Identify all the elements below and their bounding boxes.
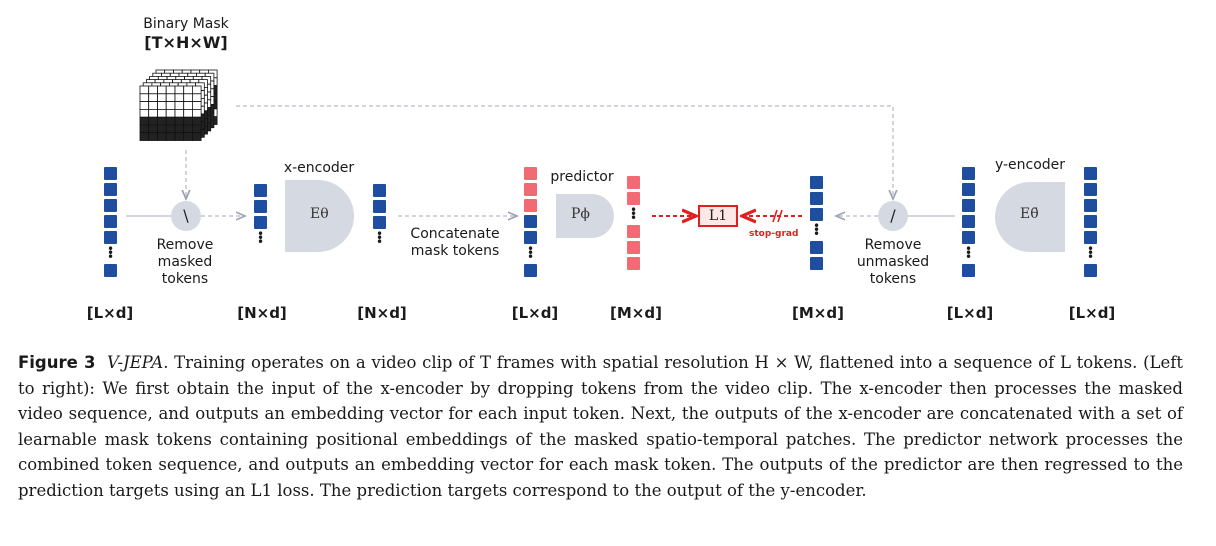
- mask-dims: [T×H×W]: [144, 33, 228, 52]
- dim-label: [L×d]: [1068, 304, 1116, 322]
- y-encoder-label: y-encoder: [994, 157, 1066, 173]
- context-token: [524, 264, 537, 277]
- context-token: [104, 215, 117, 228]
- context-token: [254, 200, 267, 213]
- ellipsis-icon: •••: [1086, 242, 1095, 264]
- caption-text: . Training operates on a video clip of T…: [18, 353, 1183, 500]
- mask-token: [627, 225, 640, 238]
- mask-token: [627, 241, 640, 254]
- predictor-label: predictor: [550, 169, 614, 185]
- stop-grad-label: stop-grad: [749, 229, 799, 239]
- context-token: [104, 183, 117, 196]
- mask-token: [627, 257, 640, 270]
- context-token: [962, 199, 975, 212]
- context-token: [373, 200, 386, 213]
- context-token: [810, 176, 823, 189]
- x-encoder-symbol: Eθ: [310, 206, 329, 222]
- context-token: [810, 192, 823, 205]
- ellipsis-icon: •••: [964, 242, 973, 264]
- context-token: [104, 199, 117, 212]
- predictor-symbol: Pϕ: [571, 206, 590, 222]
- remove-unmasked-op: /: [878, 201, 908, 231]
- context-token: [962, 264, 975, 277]
- mask-to-unmask-arrow: [236, 105, 893, 199]
- caption-title: V-JEPA: [107, 353, 164, 372]
- mask-title: Binary Mask: [143, 16, 229, 32]
- y-encoder-block: [995, 182, 1065, 252]
- dim-label: [M×d]: [610, 304, 662, 322]
- vjepa-diagram: Binary Mask [T×H×W] ••• ••• ••• ••• ••• ••• ••…: [86, 16, 1116, 340]
- mask-token: [524, 167, 537, 180]
- context-token: [962, 231, 975, 244]
- context-token: [254, 216, 267, 229]
- context-token: [1084, 199, 1097, 212]
- ellipsis-icon: •••: [256, 227, 265, 249]
- dim-label: [N×d]: [237, 304, 287, 322]
- figure-caption: Figure 3 V-JEPA. Training operates on a …: [18, 350, 1183, 503]
- mask-token: [627, 192, 640, 205]
- dim-label: [L×d]: [946, 304, 994, 322]
- remove-masked-label: Remove masked tokens: [156, 237, 214, 287]
- dim-label: [M×d]: [792, 304, 844, 322]
- figure-number: Figure 3: [18, 353, 96, 372]
- predictor-block: [556, 194, 614, 238]
- x-encoder-label: x-encoder: [283, 160, 355, 176]
- context-token: [373, 216, 386, 229]
- context-token: [810, 208, 823, 221]
- remove-unmasked-label: Remove unmasked tokens: [856, 237, 930, 287]
- context-token: [524, 215, 537, 228]
- context-token: [1084, 183, 1097, 196]
- ellipsis-icon: •••: [812, 219, 821, 241]
- context-token: [962, 167, 975, 180]
- context-token: [810, 257, 823, 270]
- ellipsis-icon: •••: [629, 203, 638, 225]
- context-token: [1084, 231, 1097, 244]
- context-token: [962, 183, 975, 196]
- ellipsis-icon: •••: [375, 227, 384, 249]
- mask-token: [627, 176, 640, 189]
- context-token: [104, 231, 117, 244]
- y-encoder-symbol: Eθ̄: [1020, 206, 1039, 222]
- context-token: [524, 231, 537, 244]
- context-token: [104, 264, 117, 277]
- x-encoder-block: [285, 180, 354, 252]
- binary-mask-cube-icon: [139, 69, 218, 141]
- context-token: [104, 167, 117, 180]
- dim-label: [L×d]: [86, 304, 134, 322]
- context-token: [254, 184, 267, 197]
- context-token: [1084, 215, 1097, 228]
- context-token: [1084, 167, 1097, 180]
- dim-label: [L×d]: [511, 304, 559, 322]
- concatenate-label: Concatenate mask tokens: [410, 226, 500, 259]
- ellipsis-icon: •••: [106, 242, 115, 264]
- stop-grad-mark-1: [772, 209, 778, 223]
- context-token: [373, 184, 386, 197]
- ellipsis-icon: •••: [526, 242, 535, 264]
- dim-label: [N×d]: [357, 304, 407, 322]
- mask-token: [524, 183, 537, 196]
- stop-grad-mark-2: [777, 209, 783, 223]
- diagram-arrows: [126, 105, 955, 340]
- remove-masked-op: \: [171, 201, 201, 231]
- l1-loss-box: L1: [698, 205, 738, 227]
- context-token: [962, 215, 975, 228]
- context-token: [810, 241, 823, 254]
- context-token: [1084, 264, 1097, 277]
- mask-token: [524, 199, 537, 212]
